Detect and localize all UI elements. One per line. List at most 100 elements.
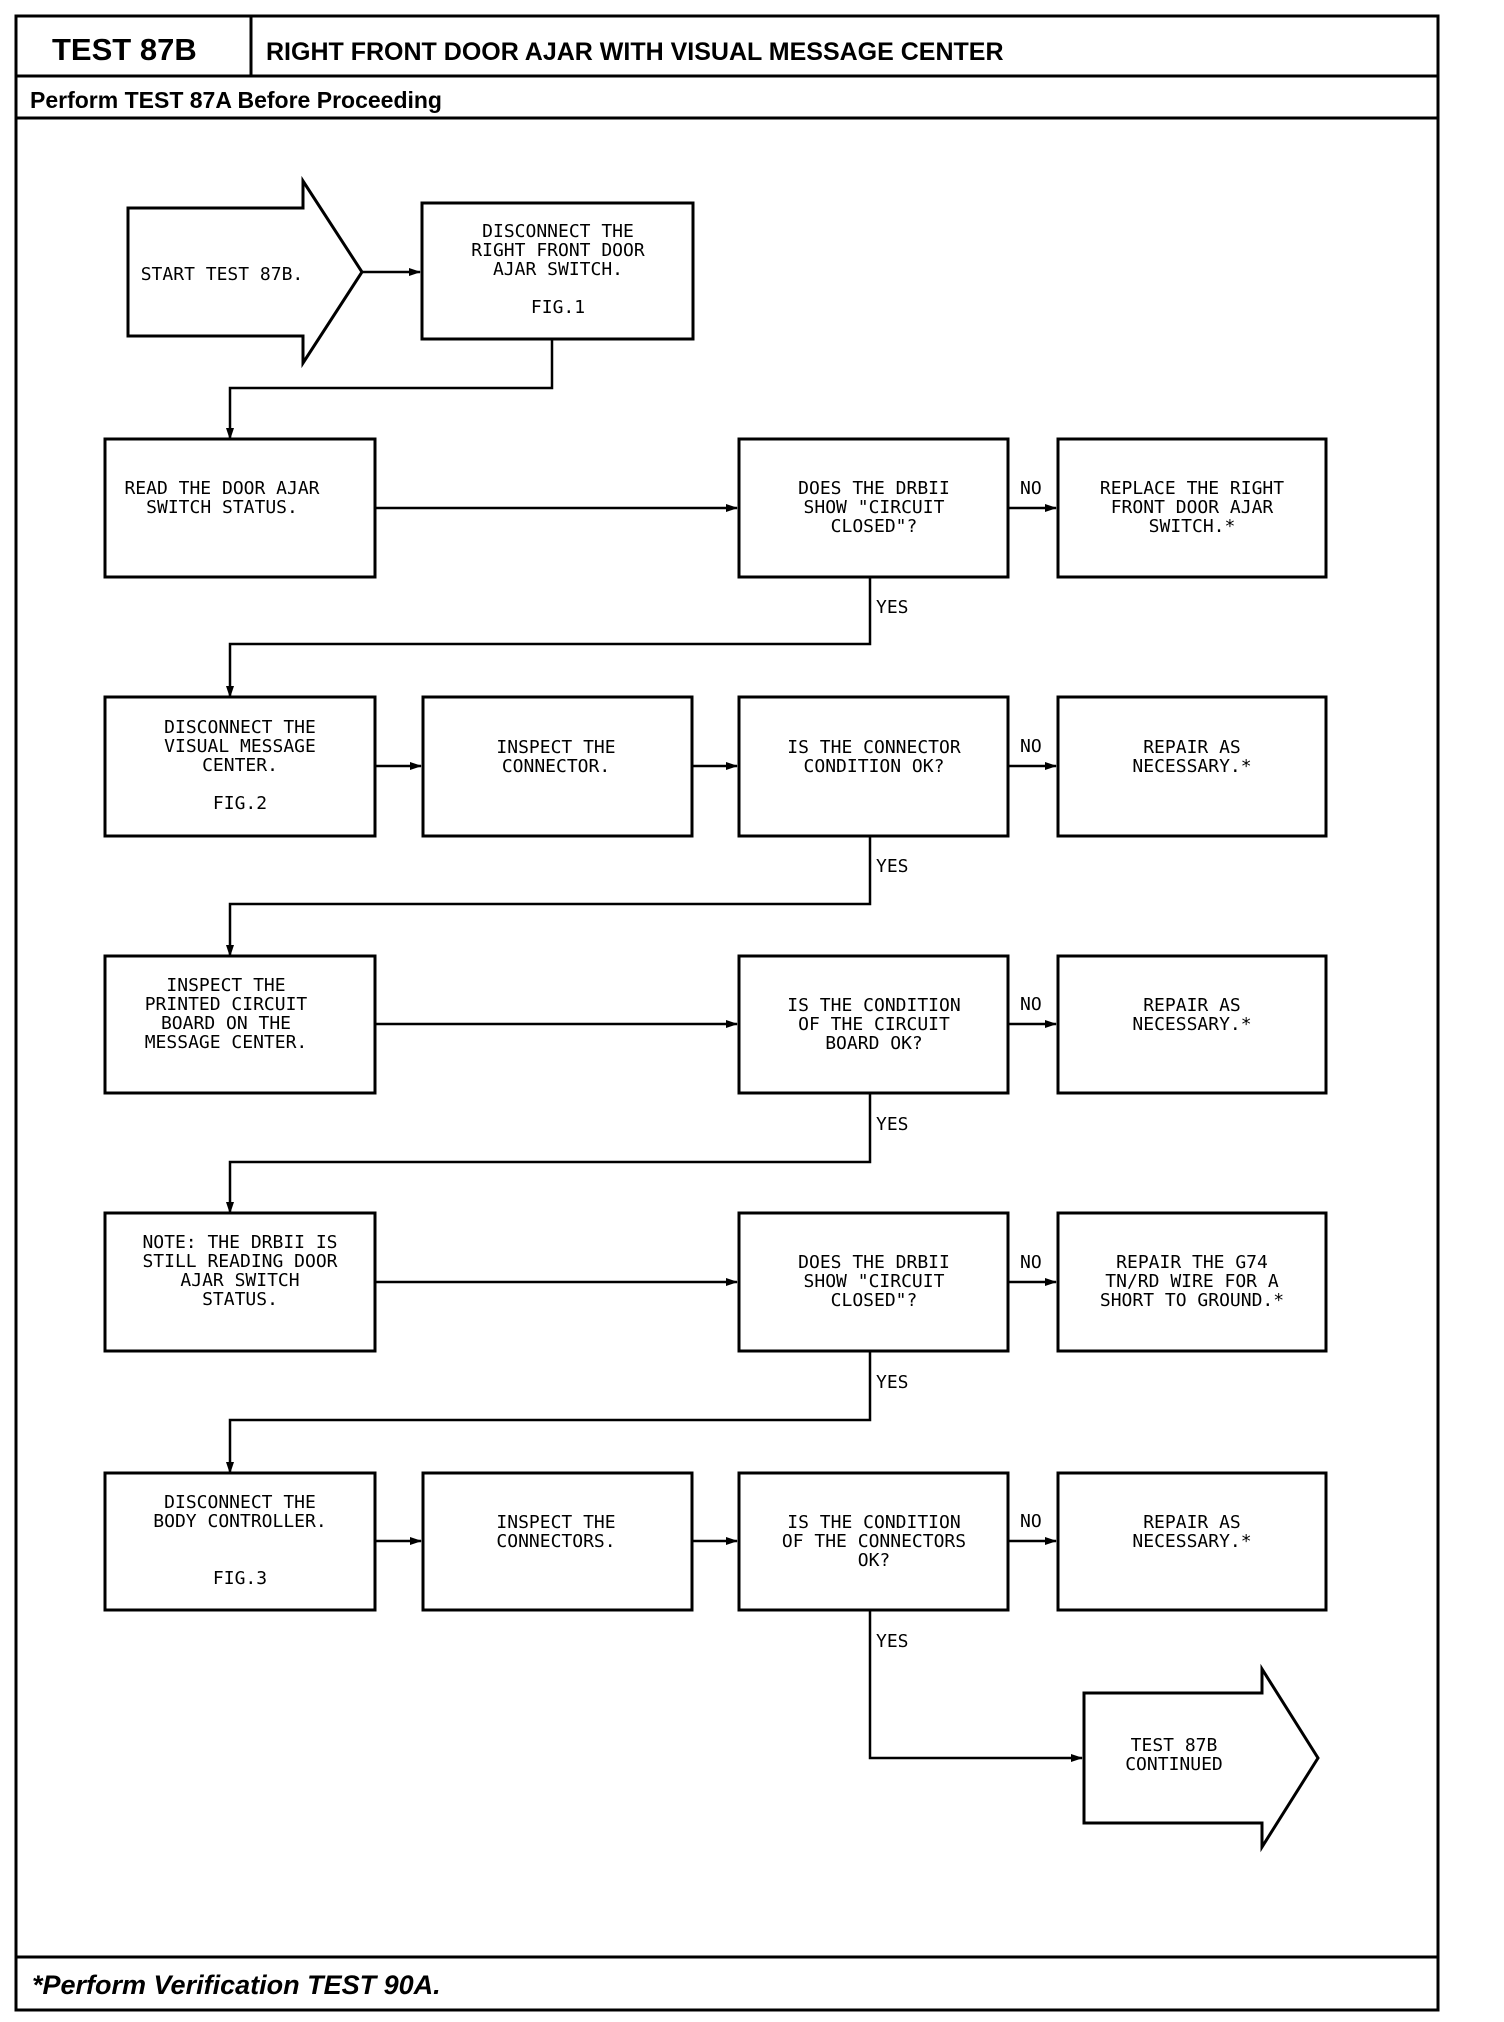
disconnect-body-line: BODY CONTROLLER. (153, 1511, 326, 1532)
replace-switch-line: FRONT DOOR AJAR (1111, 497, 1274, 518)
inspect-connectors-line: INSPECT THE (496, 1512, 615, 1533)
no-label: NO (1020, 1511, 1042, 1532)
yes-label: YES (876, 1114, 909, 1135)
q-circuit-closed-1-line: DOES THE DRBII (798, 478, 950, 499)
branch-labels: NO YES NO YES NO YES NO YES NO YES (876, 478, 1042, 1652)
arrow-question3-yes (226, 1093, 872, 1214)
start-line: START TEST 87B. (141, 264, 304, 285)
repair-1-line: NECESSARY.* (1132, 756, 1251, 777)
repair-1-line: REPAIR AS (1143, 737, 1241, 758)
no-label: NO (1020, 1252, 1042, 1273)
decision-circuit-closed-1 (737, 437, 1010, 579)
disconnect-switch-line: DISCONNECT THE (482, 221, 634, 242)
step-inspect-pcb (103, 954, 377, 1095)
decision-connectors-ok (737, 1471, 1010, 1612)
yes-label: YES (876, 1372, 909, 1393)
q-connectors-ok-line: OK? (858, 1550, 891, 1571)
disconnect-vmc-line: VISUAL MESSAGE (164, 736, 316, 757)
continued-arrow-shape (1082, 1663, 1320, 1853)
q-board-ok-line: IS THE CONDITION (787, 995, 960, 1016)
read-status-line: SWITCH STATUS. (146, 497, 298, 518)
q-connectors-ok-line: IS THE CONDITION (787, 1512, 960, 1533)
inspect-connectors-line: CONNECTORS. (496, 1531, 615, 1552)
replace-switch-line: REPLACE THE RIGHT (1100, 478, 1284, 499)
inspect-pcb-line: PRINTED CIRCUIT (145, 994, 308, 1015)
step-note-still-reading (103, 1211, 377, 1353)
repair-2-line: NECESSARY.* (1132, 1014, 1251, 1035)
footer-note: *Perform Verification TEST 90A. (32, 1970, 441, 2000)
inspect-connector-line: INSPECT THE (496, 737, 615, 758)
action-repair-3 (1056, 1471, 1328, 1612)
arrow-question2-yes (226, 836, 872, 957)
action-repair-1 (1056, 695, 1328, 838)
note-still-reading-line: NOTE: THE DRBII IS (142, 1232, 337, 1253)
q-board-ok-line: OF THE CIRCUIT (798, 1014, 950, 1035)
no-label: NO (1020, 736, 1042, 757)
q-circuit-closed-2-line: SHOW "CIRCUIT (804, 1271, 945, 1292)
step-disconnect-switch (420, 201, 695, 341)
disconnect-switch-line: AJAR SWITCH. (493, 259, 623, 280)
inspect-pcb-line: MESSAGE CENTER. (145, 1032, 308, 1053)
continued-line: TEST 87B (1131, 1735, 1218, 1756)
start-label: START TEST 87B. (141, 264, 304, 285)
repair-wire-line: SHORT TO GROUND.* (1100, 1290, 1284, 1311)
note-still-reading-line: STATUS. (202, 1289, 278, 1310)
inspect-pcb-line: INSPECT THE (166, 975, 285, 996)
disconnect-vmc-line: DISCONNECT THE (164, 717, 316, 738)
q-connectors-ok-line: OF THE CONNECTORS (782, 1531, 966, 1552)
disconnect-vmc-line: CENTER. (202, 755, 278, 776)
note-still-reading-line: STILL READING DOOR (142, 1251, 337, 1272)
q-circuit-closed-1-line: SHOW "CIRCUIT (804, 497, 945, 518)
repair-3-line: NECESSARY.* (1132, 1531, 1251, 1552)
decision-connector-ok (737, 695, 1010, 838)
no-label: NO (1020, 994, 1042, 1015)
repair-wire-line: TN/RD WIRE FOR A (1105, 1271, 1279, 1292)
action-repair-2 (1056, 954, 1328, 1095)
q-circuit-closed-1-line: CLOSED"? (831, 516, 918, 537)
yes-label: YES (876, 597, 909, 618)
action-repair-wire (1056, 1211, 1328, 1353)
q-board-ok-line: BOARD OK? (825, 1033, 923, 1054)
q-connector-ok-line: CONDITION OK? (804, 756, 945, 777)
flow-nodes (103, 175, 1328, 1853)
test-id: TEST 87B (52, 32, 197, 67)
yes-label: YES (876, 1631, 909, 1652)
repair-3-line: REPAIR AS (1143, 1512, 1241, 1533)
action-replace-switch (1056, 437, 1328, 579)
step-disconnect-vmc (103, 695, 377, 838)
replace-switch-line: SWITCH.* (1149, 516, 1236, 537)
inspect-pcb-line: BOARD ON THE (161, 1013, 291, 1034)
decision-circuit-closed-2 (737, 1211, 1010, 1353)
disconnect-body-line: DISCONNECT THE (164, 1492, 316, 1513)
q-connector-ok-line: IS THE CONNECTOR (787, 737, 961, 758)
inspect-connector-line: CONNECTOR. (502, 756, 610, 777)
q-circuit-closed-2-line: CLOSED"? (831, 1290, 918, 1311)
decision-board-ok (737, 954, 1010, 1095)
disconnect-body-line: FIG.3 (213, 1568, 267, 1589)
read-status-line: READ THE DOOR AJAR (124, 478, 319, 499)
disconnect-vmc-line: FIG.2 (213, 793, 267, 814)
arrow-question5-yes (868, 1610, 1083, 1762)
repair-wire-line: REPAIR THE G74 (1116, 1252, 1268, 1273)
step-read-status (103, 437, 377, 579)
arrow-disconnect-to-read (226, 339, 554, 440)
outer-frame (14, 14, 1440, 2012)
arrow-question1-yes (226, 577, 872, 698)
